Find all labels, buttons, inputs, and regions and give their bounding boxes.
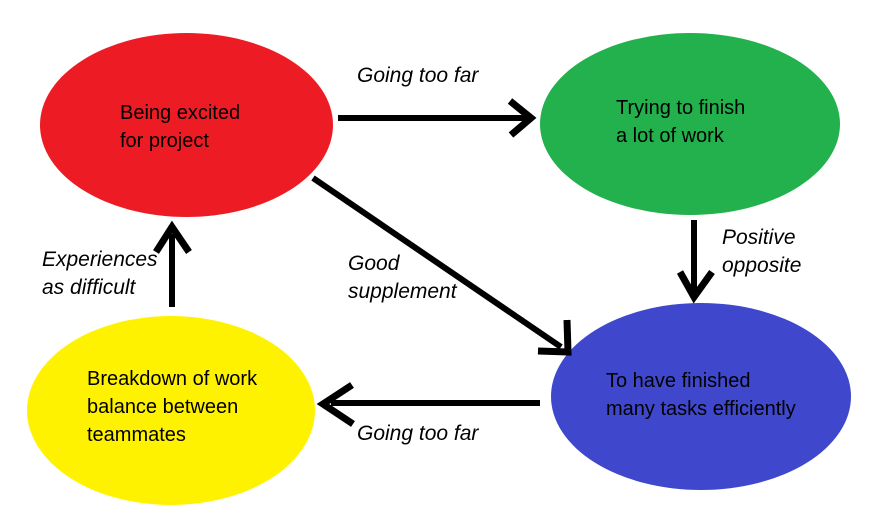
arrow-excited-to-trying [338, 98, 537, 138]
edge-label-positive-opposite: Positive opposite [722, 226, 802, 277]
edge-label-going-too-far-top: Going too far [357, 64, 479, 87]
arrow-trying-to-finished [676, 220, 715, 304]
node-label-finished-tasks: To have finished many tasks efficiently [606, 370, 796, 420]
edge-label-experiences-as-difficult: Experiences as difficult [42, 248, 158, 299]
edge-label-good-supplement: Good supplement [348, 252, 457, 303]
arrow-breakdown-to-excited [153, 220, 192, 307]
edge-label-going-too-far-bottom: Going too far [357, 422, 479, 445]
node-breakdown [27, 316, 315, 505]
node-being-excited [40, 33, 333, 217]
node-label-being-excited: Being excited for project [120, 102, 241, 152]
node-trying-to-finish [540, 33, 840, 215]
node-label-trying-to-finish: Trying to finish a lot of work [616, 97, 746, 147]
node-label-breakdown: Breakdown of work balance between teamma… [87, 368, 258, 446]
arrow-finished-to-breakdown [316, 382, 540, 427]
node-finished-tasks [551, 303, 851, 490]
